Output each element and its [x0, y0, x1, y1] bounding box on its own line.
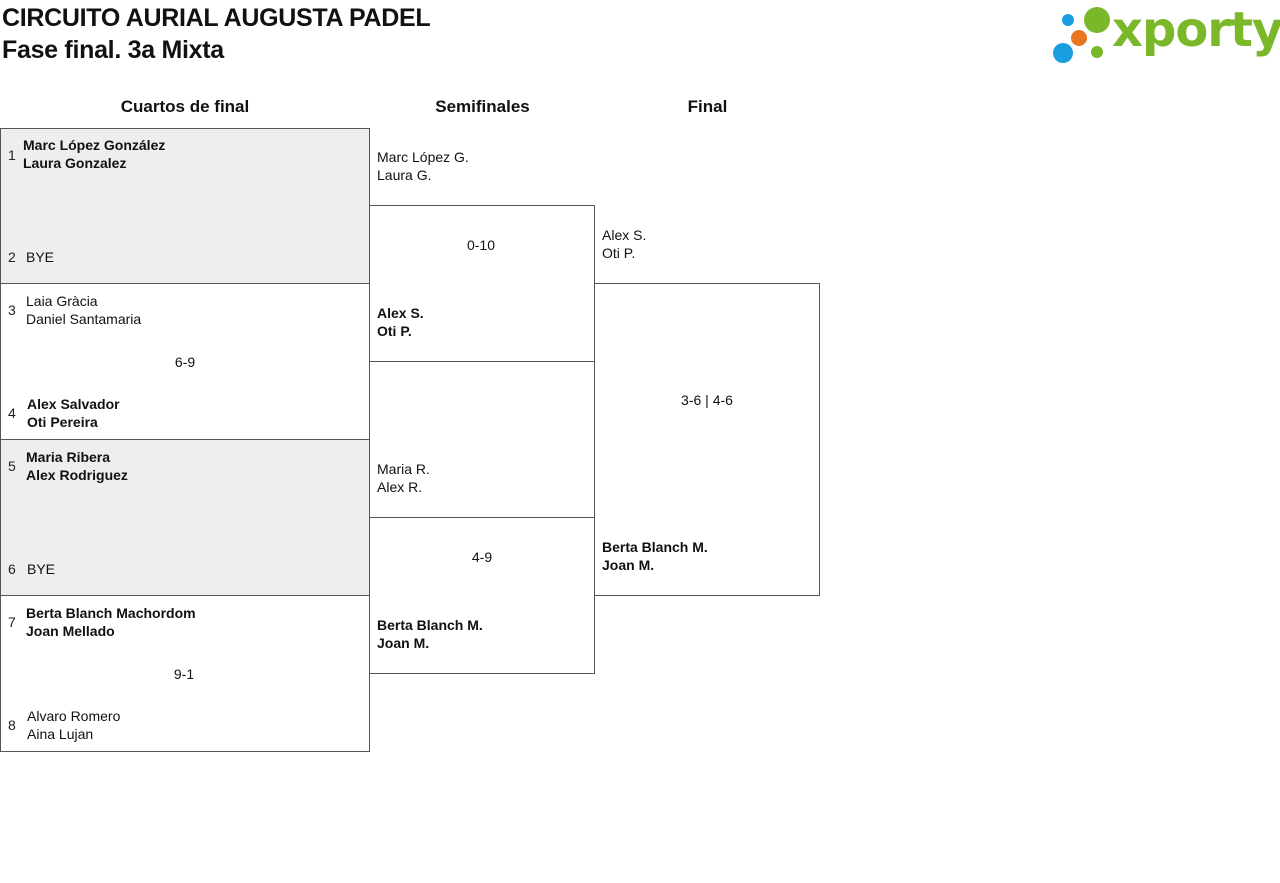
match-score: 9-1	[173, 666, 195, 682]
team-4: Alex Salvador Oti Pereira	[27, 395, 120, 431]
player-name: Joan M.	[602, 557, 655, 573]
team-7: Berta Blanch Machordom Joan Mellado	[26, 604, 196, 640]
seed-number: 1	[8, 147, 16, 163]
player-name: BYE	[26, 249, 55, 265]
tournament-subtitle: Fase final. 3a Mixta	[2, 36, 224, 64]
qf-match-4: 7 Berta Blanch Machordom Joan Mellado 9-…	[0, 595, 370, 752]
round-header-quarterfinals: Cuartos de final	[120, 97, 250, 116]
match-score: 0-10	[466, 237, 496, 253]
seed-number: 4	[8, 405, 16, 421]
team-5: Maria Ribera Alex Rodriguez	[26, 448, 128, 484]
player-name: Alex R.	[377, 479, 423, 495]
match-score: 6-9	[174, 354, 196, 370]
final-team-bottom: Berta Blanch M. Joan M.	[602, 538, 708, 574]
qf-match-2: 3 Laia Gràcia Daniel Santamaria 6-9 4 Al…	[0, 283, 370, 440]
player-name: Joan Mellado	[26, 623, 115, 639]
team-1: Marc López González Laura Gonzalez	[23, 136, 165, 172]
match-score: 4-9	[471, 549, 493, 565]
player-name: Alex S.	[602, 227, 647, 243]
player-name: Marc López G.	[377, 149, 469, 165]
player-name: Marc López González	[23, 137, 166, 153]
player-name: Daniel Santamaria	[26, 311, 142, 327]
seed-number: 7	[8, 614, 16, 630]
sf-match-2: 4-9 Berta Blanch M. Joan M.	[369, 517, 595, 674]
sf-1-team-bottom: Alex S. Oti P.	[377, 304, 424, 340]
player-name: Alvaro Romero	[27, 708, 121, 724]
round-header-final: Final	[687, 97, 728, 116]
sf-2-team-top: Maria R. Alex R.	[377, 460, 430, 496]
logo-text: xporty	[1112, 2, 1280, 58]
seed-number: 5	[8, 458, 16, 474]
logo-dots-icon	[1053, 7, 1110, 63]
team-3: Laia Gràcia Daniel Santamaria	[26, 292, 141, 328]
seed-number: 2	[8, 249, 16, 265]
player-name: Alex Salvador	[27, 396, 120, 412]
tournament-title: CIRCUITO AURIAL AUGUSTA PADEL	[2, 4, 431, 32]
player-name: Berta Blanch Machordom	[26, 605, 196, 621]
seed-number: 8	[8, 717, 16, 733]
team-6: BYE	[27, 560, 55, 578]
player-name: Oti P.	[377, 323, 412, 339]
player-name: BYE	[27, 561, 56, 577]
qf-match-3: 5 Maria Ribera Alex Rodriguez 6 BYE	[0, 439, 370, 596]
sf-match-1: 0-10 Alex S. Oti P.	[369, 205, 595, 362]
player-name: Joan M.	[377, 635, 430, 651]
player-name: Berta Blanch M.	[602, 539, 708, 555]
round-header-semifinals: Semifinales	[435, 97, 530, 116]
xporty-logo: xporty	[1050, 2, 1280, 68]
player-name: Maria Ribera	[26, 449, 111, 465]
team-8: Alvaro Romero Aina Lujan	[27, 707, 120, 743]
seed-number: 3	[8, 302, 16, 318]
player-name: Aina Lujan	[27, 726, 94, 742]
player-name: Maria R.	[377, 461, 430, 477]
team-2: BYE	[26, 248, 54, 266]
seed-number: 6	[8, 561, 16, 577]
sf-2-team-bottom: Berta Blanch M. Joan M.	[377, 616, 483, 652]
player-name: Berta Blanch M.	[377, 617, 483, 633]
player-name: Laia Gràcia	[26, 293, 98, 309]
player-name: Alex Rodriguez	[26, 467, 128, 483]
final-match: 3-6 | 4-6 Berta Blanch M. Joan M.	[594, 283, 820, 596]
player-name: Laura G.	[377, 167, 432, 183]
player-name: Alex S.	[377, 305, 424, 321]
sf-1-team-top: Marc López G. Laura G.	[377, 148, 469, 184]
match-score: 3-6 | 4-6	[681, 392, 733, 408]
qf-match-1: 1 Marc López González Laura Gonzalez 2 B…	[0, 128, 370, 284]
player-name: Oti P.	[602, 245, 636, 261]
player-name: Oti Pereira	[27, 414, 98, 430]
final-team-top: Alex S. Oti P.	[602, 226, 646, 262]
player-name: Laura Gonzalez	[23, 155, 127, 171]
